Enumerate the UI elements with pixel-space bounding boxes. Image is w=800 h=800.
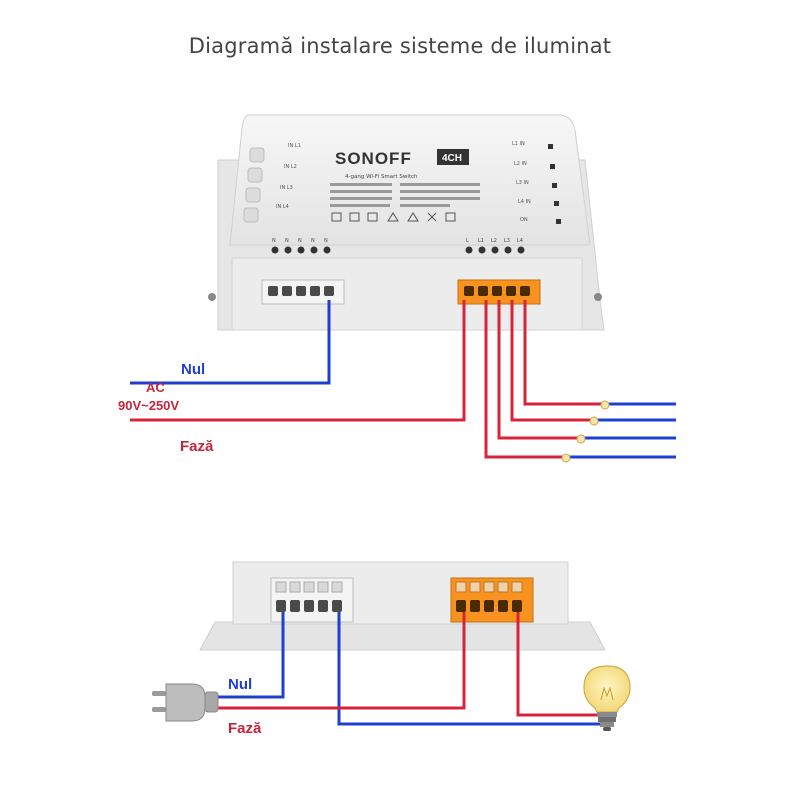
brand-logo: SONOFF [335,149,412,168]
input-terminals [268,286,334,296]
screw-hole [208,293,216,301]
model-line: 4-gang Wi-Fi Smart Switch [345,174,418,180]
spec-text [330,183,392,186]
spec-text [400,204,450,207]
terminal-label: L2 [491,238,497,244]
top-neutral-label: Nul [181,361,205,378]
status-led [550,164,555,169]
device-button [247,167,263,183]
certification-icons [331,212,456,222]
model-badge-text: 4CH [442,153,462,164]
output-terminals [464,286,530,296]
side-label: L3 IN [516,180,529,186]
spec-text [400,190,480,193]
page-title: Diagramă instalare sisteme de iluminat [188,34,612,58]
side-label: ON [520,217,528,223]
top-phase-label: Fază [180,438,214,455]
bottom-device [199,561,606,651]
side-label: IN L2 [284,164,297,170]
small-lamp-icon [561,400,610,463]
terminal-label: L [466,238,469,244]
device-button [245,187,261,203]
top-lamp-neutral-wires [567,402,676,459]
side-label: IN L4 [276,204,289,210]
status-led [556,219,561,224]
terminal-label: L1 [478,238,484,244]
top-phase-wires [130,300,606,459]
light-bulb-icon [583,665,631,731]
bottom-phase-label: Fază [228,720,262,737]
status-led [552,183,557,188]
terminal-label: L4 [517,238,523,244]
terminal-screws-top [271,246,525,254]
spec-text [330,197,392,200]
status-led [554,201,559,206]
device-top [229,114,591,246]
model-badge [437,149,469,165]
plug-icon [152,683,219,722]
spec-text [400,183,480,186]
spec-text [330,204,390,207]
terminal-label: N [324,238,328,244]
device-button [243,207,259,223]
bottom-output-terminals [455,581,523,612]
screw-hole [594,293,602,301]
status-led [548,144,553,149]
sonoff-device: IN L1 IN L2 IN L3 IN L4 L1 IN L2 IN L3 I… [208,114,605,331]
side-label: L4 IN [518,199,531,205]
top-ac-label: AC [146,380,165,395]
side-label: L2 IN [514,161,527,167]
side-label: IN L1 [288,143,301,149]
terminal-label: N [272,238,276,244]
bottom-input-terminals [275,581,343,612]
top-voltage-label: 90V~250V [118,398,179,413]
top-neutral-wire [130,300,331,385]
terminal-label: L3 [504,238,510,244]
bottom-neutral-label: Nul [228,676,252,693]
terminal-label: N [311,238,315,244]
terminal-label: N [285,238,289,244]
spec-text [330,190,392,193]
bottom-mounting-plate [199,621,606,651]
spec-text [400,197,480,200]
side-label: L1 IN [512,141,525,147]
side-label: IN L3 [280,185,293,191]
device-button [249,147,265,163]
terminal-label: N [298,238,302,244]
